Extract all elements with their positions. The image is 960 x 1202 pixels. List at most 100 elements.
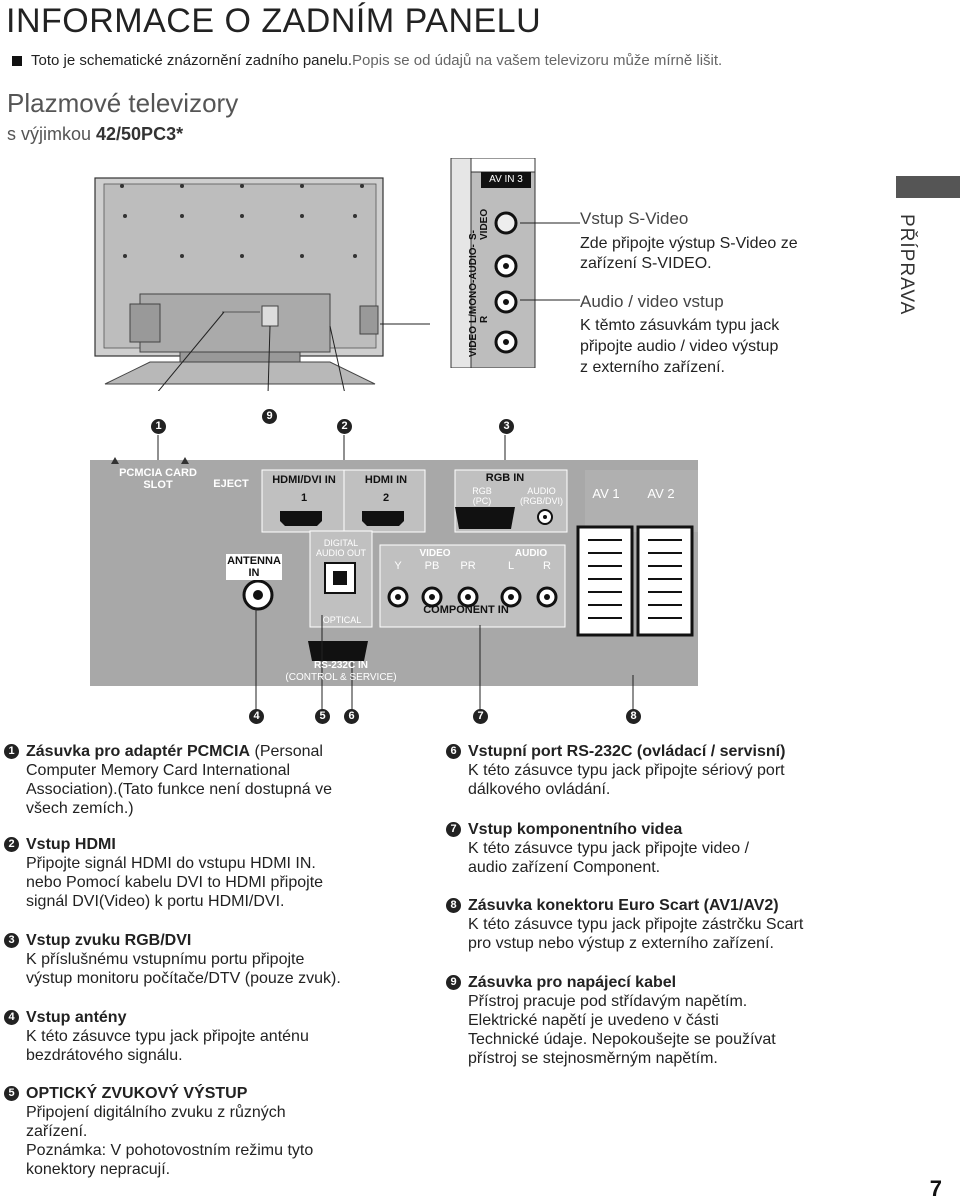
item-line: audio zařízení Component. <box>468 859 661 876</box>
description-item: 3 Vstup zvuku RGB/DVI K příslušnému vstupn… <box>4 931 341 988</box>
section-subtitle: Plazmové televizory <box>7 88 239 118</box>
side-tab-text: PŘÍPRAVA <box>896 214 917 316</box>
audio-rgb-label: AUDIO (RGB/DVI) <box>519 486 563 506</box>
item-line: K příslušnému vstupnímu portu připojte <box>26 951 305 968</box>
marker-5: 5 <box>315 709 330 724</box>
av-callout-text-2: připojte audio / video výstup <box>580 338 779 355</box>
side-tab-label: PŘÍPRAVA <box>895 214 921 334</box>
marker-7: 7 <box>473 709 488 724</box>
item-heading: Zásuvka pro napájecí kabel <box>468 973 776 992</box>
marker-4: 4 <box>249 709 264 724</box>
av-in-3-label: AV IN 3 <box>489 174 523 185</box>
pcmcia-label: PCMCIA CARD SLOT <box>119 467 197 491</box>
item-line: Elektrické napětí je uvedeno v části <box>468 1012 719 1029</box>
item-line: Association).(Tato funkce není dostupná … <box>26 781 332 798</box>
description-item: 5 OPTICKÝ ZVUKOVÝ VÝSTUP Připojení digitál… <box>4 1084 313 1179</box>
r-label: R <box>543 560 551 572</box>
item-number-icon: 2 <box>4 837 19 852</box>
item-title: Vstupní port RS-232C (ovládací / servisn… <box>468 743 786 760</box>
rear-connector-panel <box>90 435 698 710</box>
item-title: Zásuvka pro adaptér PCMCIA <box>26 743 251 760</box>
marker-2: 2 <box>337 419 352 434</box>
rs232-label: RS-232C IN <box>314 660 368 671</box>
item-line: bezdrátového signálu. <box>26 1047 183 1064</box>
item-number-icon: 7 <box>446 822 461 837</box>
item-line: Computer Memory Card International <box>26 762 291 779</box>
item-line: pro vstup nebo výstup z externího zaříze… <box>468 935 774 952</box>
hdmi-dvi-num: 1 <box>300 492 308 504</box>
marker-6: 6 <box>344 709 359 724</box>
svideo-callout-title: Vstup S-Video <box>580 209 689 228</box>
item-title: Vstup komponentního videa <box>468 821 683 838</box>
side-av-panel <box>450 158 536 368</box>
component-audio-label: AUDIO <box>514 548 548 559</box>
l-label: L <box>507 560 515 572</box>
svideo-vertical-label: S-VIDEO <box>468 200 490 240</box>
av-callout-text-1: K těmto zásuvkám typu jack <box>580 317 780 334</box>
exception-prefix: s výjimkou <box>7 124 97 144</box>
av1-label: AV 1 <box>592 486 620 501</box>
item-heading: Vstup antény <box>26 1008 309 1027</box>
schematic-note: Toto je schematické znázornění zadního p… <box>12 52 722 69</box>
item-number-icon: 3 <box>4 933 19 948</box>
item-line: Připojte signál HDMI do vstupu HDMI IN. <box>26 855 316 872</box>
item-heading: Zásuvka konektoru Euro Scart (AV1/AV2) <box>468 896 803 915</box>
item-number-icon: 6 <box>446 744 461 759</box>
item-line: konektory nepracují. <box>26 1161 171 1178</box>
pb-label: PB <box>424 560 440 572</box>
item-number-icon: 8 <box>446 898 461 913</box>
svideo-callout-text: Zde připojte výstup S-Video ze zařízení … <box>580 235 798 272</box>
item-title-rest: (Personal <box>250 743 323 760</box>
item-title: Vstup zvuku RGB/DVI <box>26 932 192 949</box>
item-heading: OPTICKÝ ZVUKOVÝ VÝSTUP <box>26 1084 313 1103</box>
av-callout-text-3: z externího zařízení. <box>580 359 725 376</box>
rgb-in-label: RGB IN <box>485 472 525 484</box>
item-line: Přístroj pracuje pod střídavým napětím. <box>468 993 748 1010</box>
marker-3: 3 <box>499 419 514 434</box>
exception-model: 42/50PC3 <box>96 124 177 144</box>
antenna-label: ANTENNA IN <box>226 554 282 580</box>
page-title: INFORMACE O ZADNÍM PANELU <box>6 2 542 40</box>
item-heading: Vstup komponentního videa <box>468 820 749 839</box>
optical-label: OPTICAL <box>322 615 362 625</box>
item-title: Zásuvka konektoru Euro Scart (AV1/AV2) <box>468 897 779 914</box>
hdmi-num: 2 <box>382 492 390 504</box>
item-line: výstup monitoru počítače/DTV (pouze zvuk… <box>26 970 341 987</box>
audio-label: L/MONO-AUDIO-R <box>468 244 490 323</box>
exception-suffix: * <box>176 124 184 144</box>
item-number-icon: 4 <box>4 1010 19 1025</box>
item-heading: Zásuvka pro adaptér PCMCIA (Personal <box>26 742 332 761</box>
digital-audio-label: DIGITAL AUDIO OUT <box>315 538 366 558</box>
hdmi-label: HDMI IN <box>364 474 408 486</box>
item-line: přístroj se stejnosměrným napětím. <box>468 1050 718 1067</box>
marker-9: 9 <box>262 409 277 424</box>
item-line: K této zásuvce typu jack připojte zástrč… <box>468 916 804 933</box>
model-exception: s výjimkou 42/50PC3* <box>7 124 183 145</box>
av2-label: AV 2 <box>647 486 675 501</box>
note-text-1: Toto je schematické znázornění zadního p… <box>31 52 353 69</box>
description-item: 8 Zásuvka konektoru Euro Scart (AV1/AV2) K… <box>446 896 804 953</box>
note-text-2: Popis se od údajů na vašem televizoru mů… <box>352 52 723 69</box>
item-line: všech zemích.) <box>26 800 134 817</box>
item-title: Vstup antény <box>26 1009 127 1026</box>
bullet-square-icon <box>12 55 22 66</box>
y-label: Y <box>394 560 402 572</box>
item-line: Připojení digitálního zvuku z různých <box>26 1104 286 1121</box>
item-line: dálkového ovládání. <box>468 781 611 798</box>
item-title: Vstup HDMI <box>26 836 116 853</box>
item-line: Technické údaje. Nepokoušejte se používa… <box>468 1031 776 1048</box>
marker-8: 8 <box>626 709 641 724</box>
pr-label: PR <box>460 560 476 572</box>
item-title: OPTICKÝ ZVUKOVÝ VÝSTUP <box>26 1085 248 1102</box>
item-number-icon: 5 <box>4 1086 19 1101</box>
item-line: nebo Pomocí kabelu DVI to HDMI připojte <box>26 874 324 891</box>
item-line: signál DVI(Video) k portu HDMI/DVI. <box>26 893 285 910</box>
item-heading: Vstupní port RS-232C (ovládací / servisn… <box>468 742 785 761</box>
page-number: 7 <box>929 1176 942 1201</box>
component-video-label: VIDEO <box>419 548 451 559</box>
item-number-icon: 1 <box>4 744 19 759</box>
